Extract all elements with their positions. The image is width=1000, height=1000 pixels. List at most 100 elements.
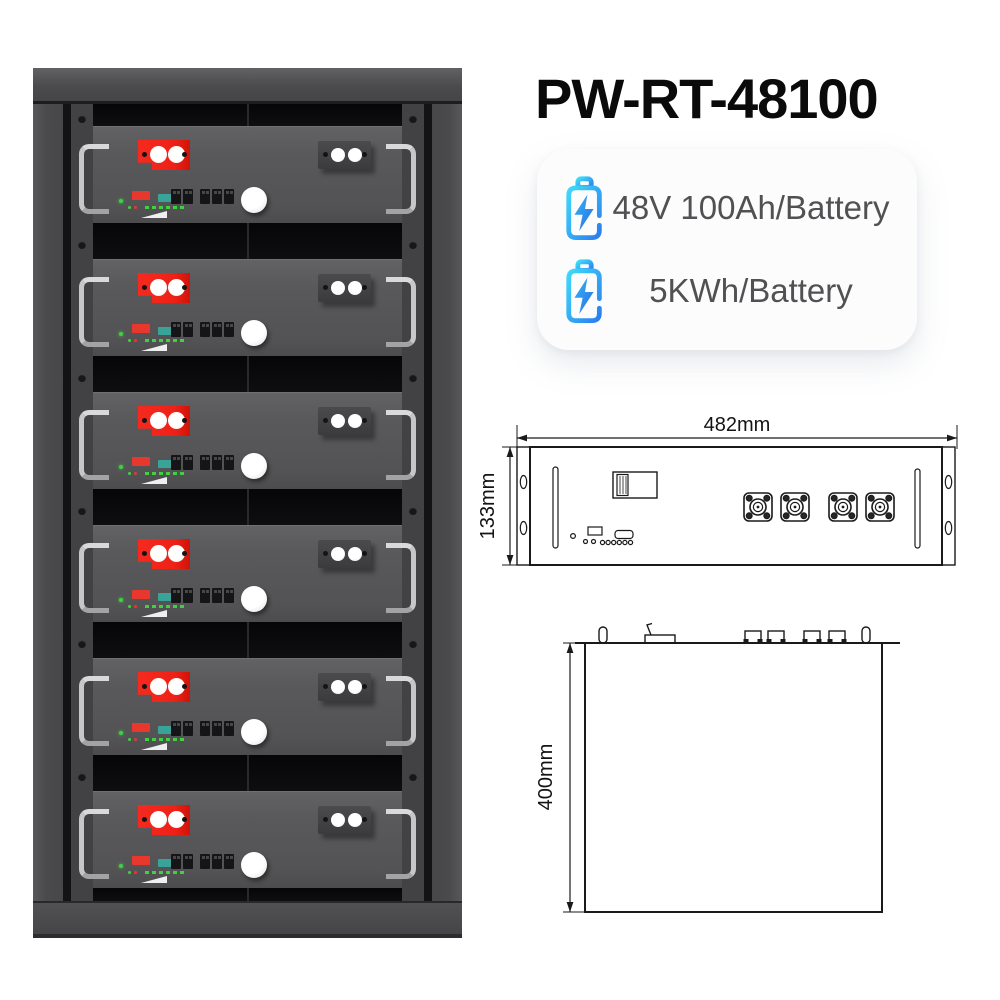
rack-left-rail xyxy=(71,104,93,901)
arrow-marker xyxy=(141,876,167,883)
rack-right-frame xyxy=(432,104,462,901)
rj45-port-icon xyxy=(212,588,222,603)
terminal-post xyxy=(150,279,167,296)
positive-terminal xyxy=(138,140,190,170)
terminal-post xyxy=(150,678,167,695)
comm-ports xyxy=(171,189,234,204)
terminal-screw xyxy=(142,817,147,822)
arrow-marker xyxy=(141,477,167,484)
right-handle xyxy=(386,809,416,879)
positive-terminal xyxy=(138,672,190,702)
rj45-port-icon xyxy=(183,455,193,470)
power-button xyxy=(241,187,267,213)
terminal-post xyxy=(168,146,185,163)
depth-dimension-label: 400mm xyxy=(535,744,557,811)
rail-screw xyxy=(409,374,417,382)
red-switch-block xyxy=(132,324,150,333)
soc-led-row xyxy=(128,472,184,475)
led-green xyxy=(159,871,163,874)
battery-module xyxy=(79,791,416,888)
left-handle xyxy=(79,277,109,347)
power-button xyxy=(241,852,267,878)
led-green xyxy=(152,472,156,475)
rj45-port-icon xyxy=(171,189,181,204)
terminal-screw xyxy=(182,285,187,290)
terminal-screw xyxy=(182,817,187,822)
terminal-post xyxy=(150,146,167,163)
rail-screw xyxy=(78,374,86,382)
height-dimension-label: 133mm xyxy=(480,473,499,540)
rack-base xyxy=(33,901,462,938)
led-green xyxy=(166,871,170,874)
spec-row-energy: 5KWh/Battery xyxy=(559,258,895,324)
terminal-screw xyxy=(182,551,187,556)
led-red xyxy=(134,871,137,874)
red-switch-block xyxy=(132,191,150,200)
negative-terminal xyxy=(318,673,371,701)
status-led xyxy=(119,731,123,735)
led-green xyxy=(145,738,149,741)
soc-led-row xyxy=(128,871,184,874)
battery-module xyxy=(79,658,416,755)
left-handle xyxy=(79,144,109,214)
terminal-screw xyxy=(362,817,367,822)
rail-screw xyxy=(409,507,417,515)
led-green xyxy=(145,871,149,874)
rack-interior xyxy=(79,104,416,901)
arrow-marker xyxy=(141,610,167,617)
soc-led-row xyxy=(128,206,184,209)
terminal-post xyxy=(168,811,185,828)
terminal-screw xyxy=(142,418,147,423)
terminal-post xyxy=(150,811,167,828)
led-green xyxy=(152,738,156,741)
led-green xyxy=(173,738,177,741)
negative-terminal xyxy=(318,274,371,302)
teal-status-block xyxy=(158,859,176,867)
rj45-port-icon xyxy=(224,721,234,736)
rj45-port-icon xyxy=(200,588,210,603)
comm-ports xyxy=(171,721,234,736)
comm-ports xyxy=(171,322,234,337)
soc-led-row xyxy=(128,605,184,608)
led-green xyxy=(173,871,177,874)
terminal-screw xyxy=(323,152,328,157)
rack-right-recess xyxy=(424,104,432,901)
right-handle xyxy=(386,410,416,480)
red-switch-block xyxy=(132,590,150,599)
rack-left-frame xyxy=(33,104,63,901)
rj45-port-icon xyxy=(212,854,222,869)
rj45-port-icon xyxy=(212,721,222,736)
comm-ports xyxy=(171,854,234,869)
rj45-port-icon xyxy=(200,322,210,337)
spec-capacity-label: 48V 100Ah/Battery xyxy=(612,188,890,226)
rj45-port-icon xyxy=(212,189,222,204)
comm-ports xyxy=(171,588,234,603)
led-red xyxy=(134,738,137,741)
rj45-port-icon xyxy=(183,588,193,603)
led-green xyxy=(180,339,184,342)
positive-terminal xyxy=(138,805,190,835)
rj45-port-icon xyxy=(224,854,234,869)
rj45-port-icon xyxy=(183,189,193,204)
led-red xyxy=(134,605,137,608)
terminal-post xyxy=(168,678,185,695)
terminal-post xyxy=(331,547,345,561)
led-green xyxy=(159,472,163,475)
rail-screw xyxy=(409,115,417,123)
rj45-port-icon xyxy=(171,588,181,603)
rj45-port-icon xyxy=(171,854,181,869)
left-handle xyxy=(79,676,109,746)
terminal-post xyxy=(168,279,185,296)
status-led xyxy=(119,598,123,602)
rail-screw xyxy=(409,773,417,781)
red-switch-block xyxy=(132,723,150,732)
front-view-drawing: 482mm xyxy=(480,414,958,566)
terminal-screw xyxy=(323,684,328,689)
power-button xyxy=(241,320,267,346)
led-green xyxy=(159,738,163,741)
terminal-screw xyxy=(323,551,328,556)
depth-dimension xyxy=(563,642,585,913)
led-green xyxy=(128,472,131,475)
terminal-post xyxy=(331,281,345,295)
